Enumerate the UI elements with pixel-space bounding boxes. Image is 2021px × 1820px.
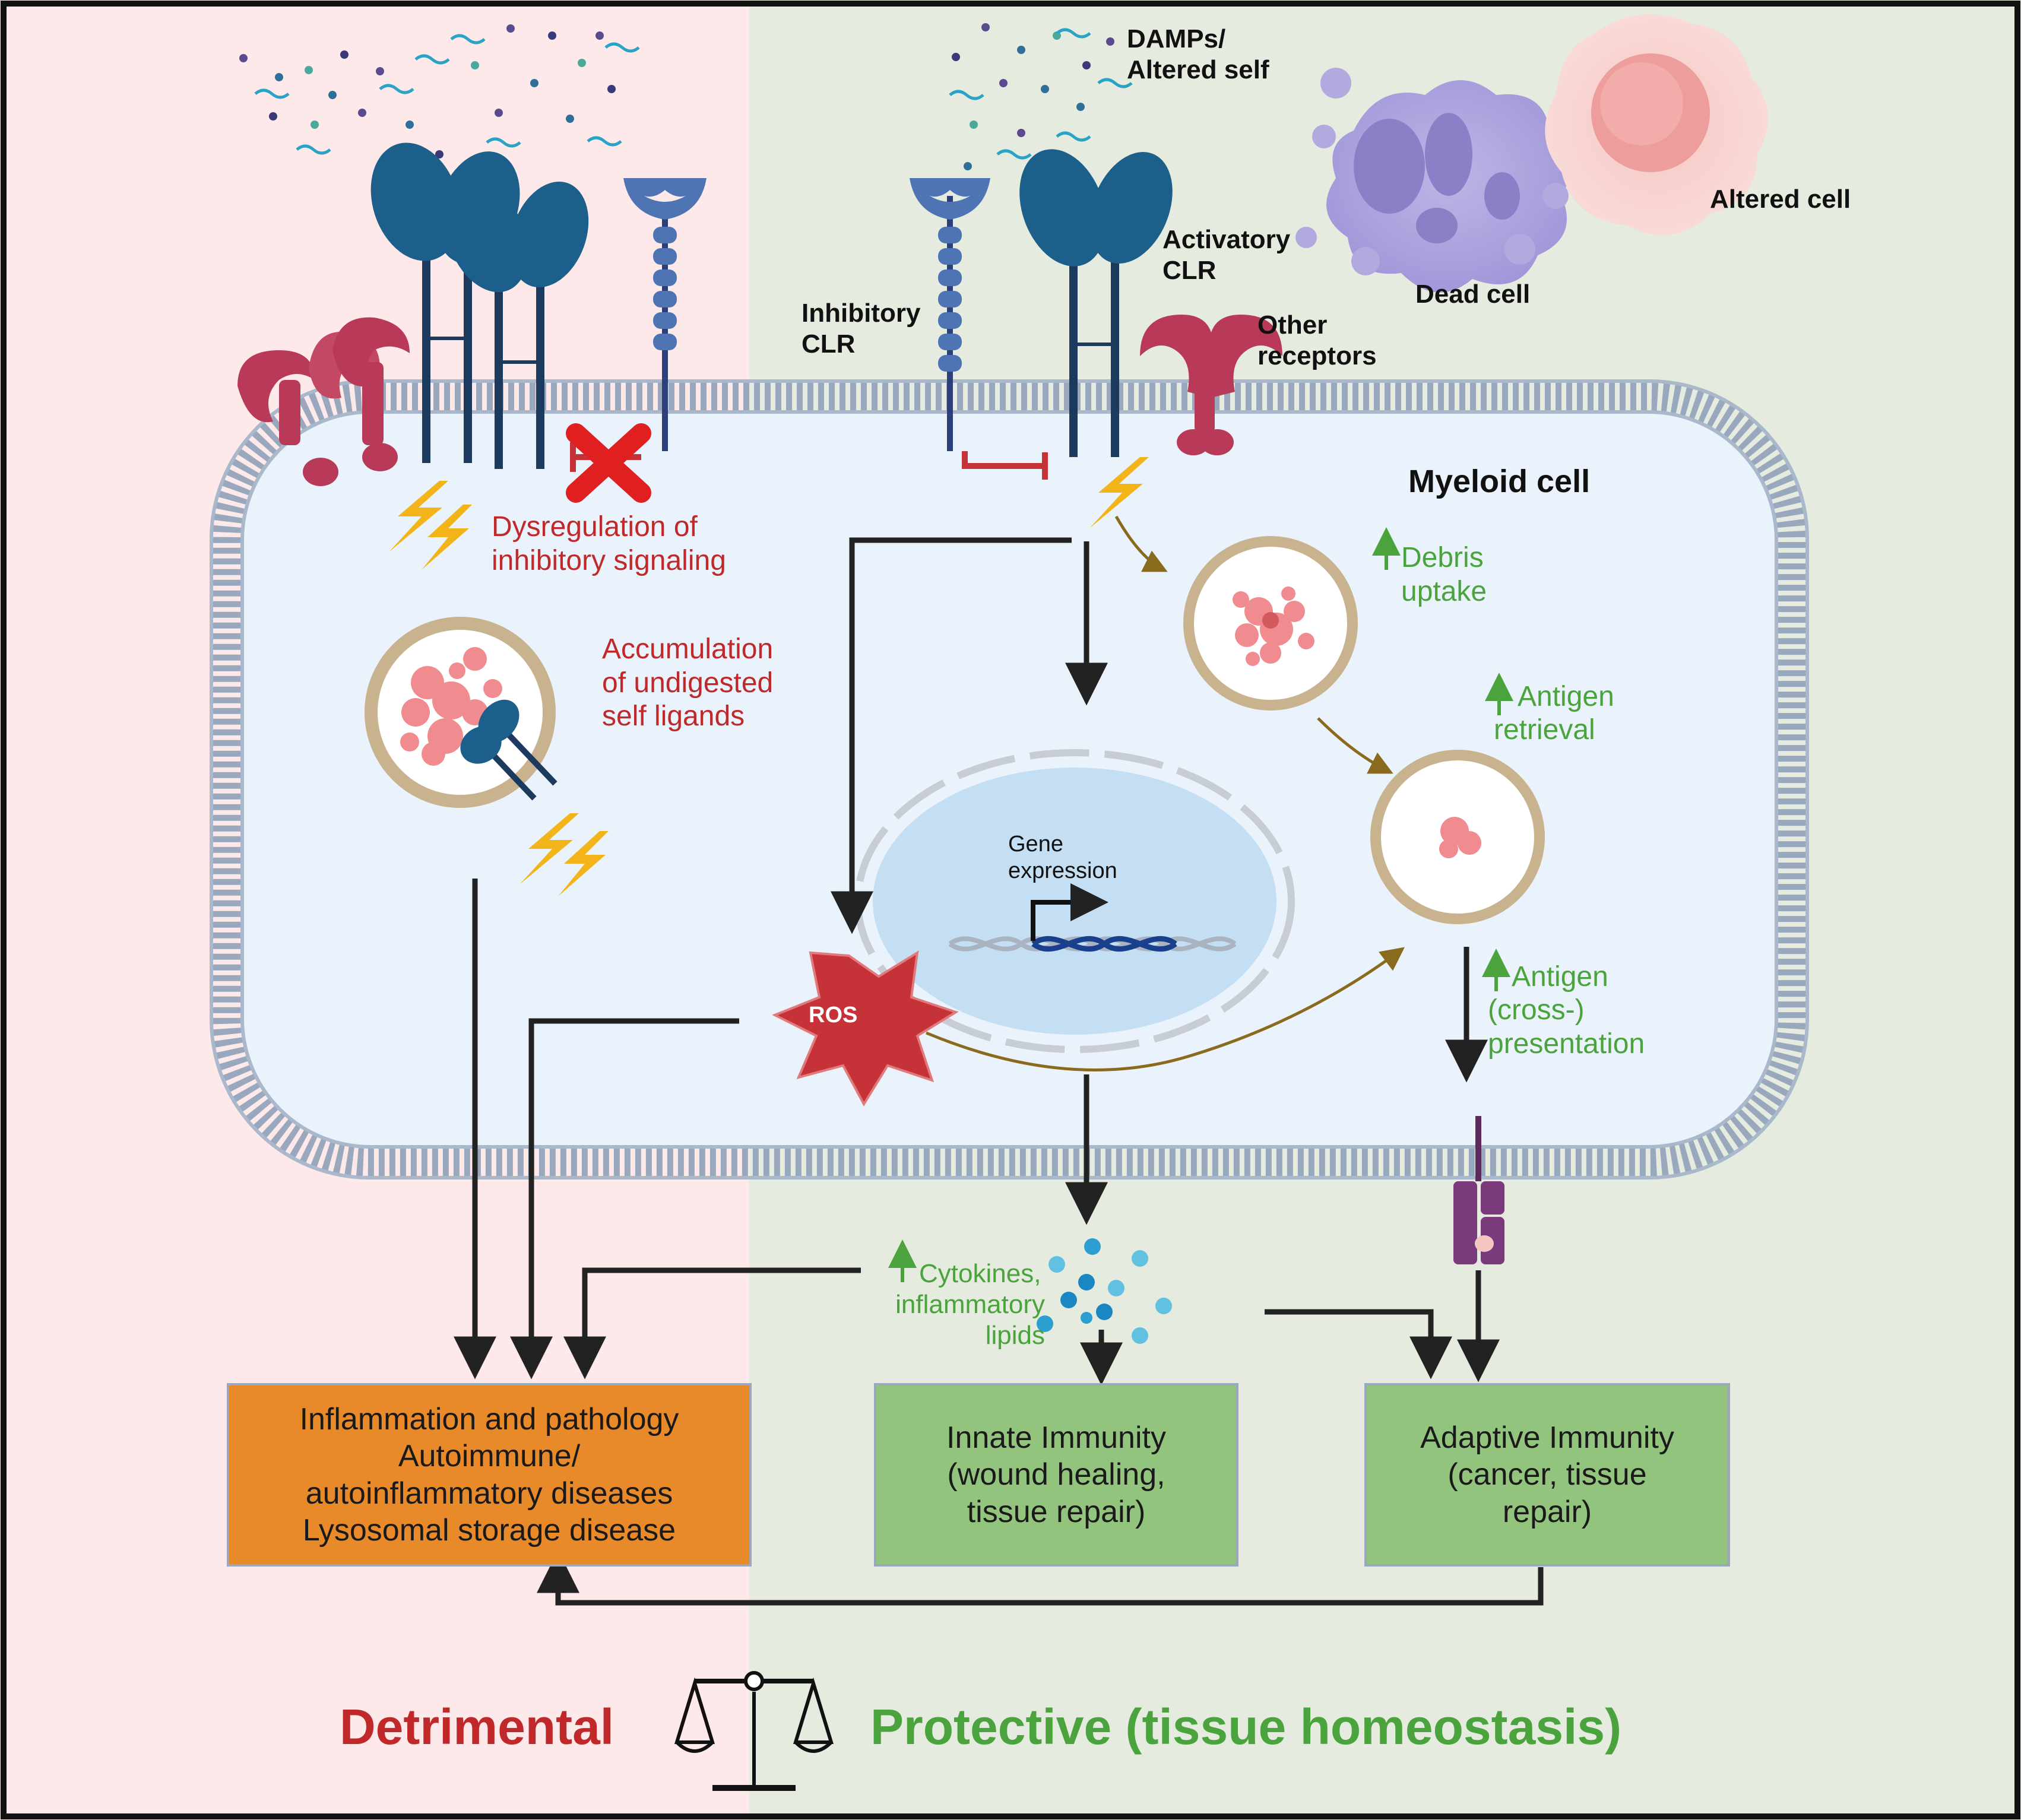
inhibitory-clr-left: [623, 178, 707, 451]
myeloid-cell-label: Myeloid cell: [1408, 464, 1591, 499]
ros-starburst: [772, 950, 959, 1107]
other-receptors-left: [237, 317, 410, 486]
ros-label: ROS: [809, 1003, 858, 1028]
lightning-bolt-left: [389, 481, 472, 570]
lysosome-debris-uptake: [1183, 536, 1358, 711]
lysosome-undigested: [365, 617, 557, 808]
antigen-retrieval-note: Antigen: [1518, 681, 1614, 712]
damp-ligands-left: [239, 24, 640, 158]
lightning-bolt-lysosome: [519, 813, 609, 896]
inflammation-pathology-box: Inflammation and pathology Autoimmune/ a…: [299, 1402, 679, 1548]
increase-arrows: [888, 527, 1513, 1282]
dead-cell: [1295, 68, 1571, 293]
activatory-clr-right: [1019, 149, 1173, 457]
lysosome-antigen-retrieval: [1370, 750, 1545, 924]
cytokine-beads: [1037, 1238, 1172, 1344]
cytokines-note: Cytokines,: [919, 1259, 1041, 1288]
lightning-bolt-right: [1089, 457, 1149, 528]
mhc-molecule: [1453, 1116, 1504, 1264]
altered-cell: [1545, 14, 1768, 235]
transport-arrows: [926, 515, 1405, 1071]
innate-immunity-box: Innate Immunity (wound healing, tissue r…: [946, 1420, 1166, 1529]
dead-cell-label: Dead cell: [1415, 280, 1531, 309]
signal-arrows: [454, 537, 1544, 1606]
detrimental-label: Detrimental: [340, 1699, 614, 1755]
blocked-inhibition: [566, 423, 651, 503]
inhibitory-clr-right: [910, 178, 990, 451]
innate-box-bg: [874, 1383, 1238, 1567]
balance-scale-icon: [674, 1671, 834, 1791]
antigen-retrieval-note-2: retrieval: [1494, 714, 1595, 746]
antigen-presentation-note-2: (cross-)presentation: [1488, 994, 1645, 1060]
protective-label: Protective (tissue homeostasis): [870, 1699, 1622, 1755]
antigen-presentation-note: Antigen: [1512, 961, 1608, 993]
other-receptor-right: [1140, 315, 1282, 455]
damps-label: DAMPs/Altered self: [1127, 24, 1269, 84]
adaptive-box-bg: [1364, 1383, 1730, 1567]
damp-ligands-right: [949, 23, 1133, 170]
activatory-clr-left-2: [445, 181, 589, 469]
altered-cell-label: Altered cell: [1710, 185, 1851, 214]
adaptive-immunity-box: Adaptive Immunity (cancer, tissue repair…: [1420, 1420, 1674, 1529]
inhibitory-signal-bar: [962, 451, 1048, 480]
inflammation-box-bg: [227, 1383, 752, 1567]
